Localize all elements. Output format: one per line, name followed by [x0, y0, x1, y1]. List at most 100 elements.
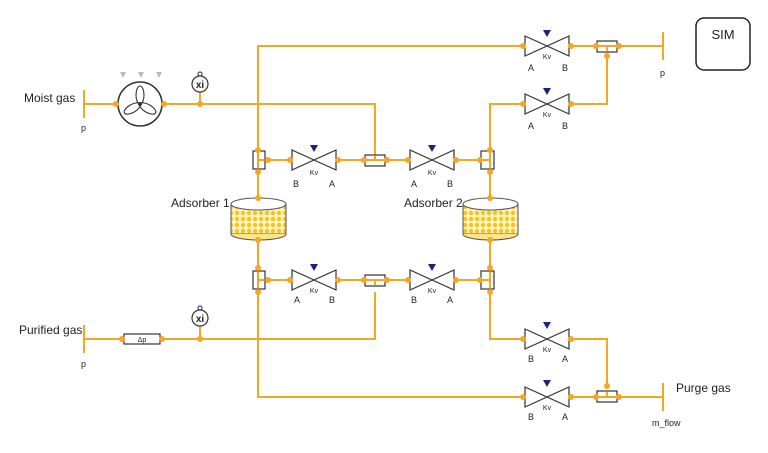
connector-port[interactable] — [568, 336, 574, 342]
valve-port-a-label: A — [528, 63, 534, 73]
valve-body — [430, 149, 455, 171]
valve-bottom-right-2[interactable]: Kv B A — [520, 380, 574, 422]
tee-lower-middle[interactable] — [361, 274, 390, 287]
connector-port[interactable] — [477, 157, 483, 163]
valve-body — [430, 269, 455, 291]
connector-port[interactable] — [593, 394, 599, 400]
connector-port[interactable] — [487, 169, 493, 175]
tee-flow-path — [598, 392, 616, 398]
fan-port-in[interactable] — [113, 101, 119, 107]
connector-port[interactable] — [405, 277, 411, 283]
tee-upper-left[interactable] — [252, 147, 271, 175]
pressure-drop-port-in[interactable] — [119, 336, 125, 342]
connector-port[interactable] — [520, 43, 526, 49]
tee-upper-middle[interactable] — [361, 154, 390, 167]
sim-block[interactable]: SIM — [695, 17, 751, 71]
connector-port[interactable] — [335, 277, 341, 283]
pressure-drop[interactable]: Δp — [119, 333, 165, 345]
valve-lower-1-actuator-icon — [310, 264, 318, 271]
connector-port[interactable] — [604, 53, 610, 59]
purge-gas-mflow-label: m_flow — [652, 418, 681, 428]
adsorber-2[interactable] — [462, 195, 519, 243]
connector-port[interactable] — [287, 277, 293, 283]
pipe-top-bypass — [257, 45, 523, 160]
valve-lower-2[interactable]: Kv B A — [405, 264, 459, 305]
tee-lower-right[interactable] — [477, 265, 495, 295]
valve-kv-label: Kv — [428, 288, 437, 295]
valve-body — [524, 93, 549, 115]
connector-port[interactable] — [568, 101, 574, 107]
valve-bottom-right-1[interactable]: Kv B A — [520, 322, 574, 364]
connector-port[interactable] — [255, 237, 261, 243]
tee-purge-out[interactable] — [593, 383, 622, 403]
connector-port[interactable] — [255, 147, 261, 153]
connector-port[interactable] — [477, 277, 483, 283]
connector-port[interactable] — [487, 237, 493, 243]
pressure-drop-port-out[interactable] — [159, 336, 165, 342]
connector-port[interactable] — [384, 277, 390, 283]
valve-top-right-2[interactable]: Kv A B — [520, 88, 574, 131]
moist-gas-p-label: p — [81, 123, 86, 133]
valve-port-b-label: B — [528, 412, 534, 422]
tee-top-out[interactable] — [593, 40, 622, 59]
valve-lower-1[interactable]: Kv A B — [287, 264, 341, 305]
connector-port[interactable] — [255, 265, 261, 271]
connector-port[interactable] — [604, 383, 610, 389]
connector-port[interactable] — [520, 336, 526, 342]
connector-port[interactable] — [255, 289, 261, 295]
fan-port-out[interactable] — [161, 101, 167, 107]
tee-upper-right[interactable] — [477, 147, 495, 175]
adsorber-1[interactable] — [230, 195, 287, 243]
valve-body — [312, 269, 337, 291]
connector-port[interactable] — [287, 157, 293, 163]
connector-port[interactable] — [255, 195, 261, 201]
xi-sensor-1-port[interactable] — [197, 101, 203, 107]
connector-port[interactable] — [361, 157, 367, 163]
fan[interactable] — [113, 72, 167, 127]
valve-port-b-label: B — [293, 179, 299, 189]
valve-upper-2-actuator-icon — [428, 145, 436, 152]
valve-body — [524, 35, 549, 57]
valve-port-b-label: B — [562, 63, 568, 73]
xi-sensor-2[interactable]: xi — [191, 305, 209, 342]
connector-port[interactable] — [405, 157, 411, 163]
connector-port[interactable] — [335, 157, 341, 163]
sim-label: SIM — [711, 27, 734, 42]
connector-port[interactable] — [593, 43, 599, 49]
sim-box[interactable] — [695, 17, 751, 71]
adsorber1-label: Adsorber 1 — [171, 196, 230, 210]
fan-icon — [123, 85, 157, 115]
connector-port[interactable] — [453, 157, 459, 163]
connector-port[interactable] — [384, 157, 390, 163]
valve-top-right-1[interactable]: Kv A B — [520, 30, 574, 73]
xi-sensor-1[interactable]: xi — [191, 71, 209, 107]
tee-flow-path — [257, 152, 264, 168]
connector-port[interactable] — [265, 277, 271, 283]
valve-upper-2[interactable]: Kv A B — [405, 145, 459, 189]
connector-port[interactable] — [568, 394, 574, 400]
connector-port[interactable] — [361, 277, 367, 283]
connector-port[interactable] — [520, 101, 526, 107]
pressure-drop-label: Δp — [138, 337, 147, 344]
valve-port-b-label: B — [329, 295, 335, 305]
valve-upper-1-actuator-icon — [310, 145, 318, 152]
tee-lower-left[interactable] — [252, 265, 271, 295]
xi-sensor-2-port[interactable] — [197, 336, 203, 342]
tee-flow-path — [366, 156, 384, 161]
connector-port[interactable] — [487, 265, 493, 271]
connector-port[interactable] — [487, 147, 493, 153]
connector-port[interactable] — [616, 394, 622, 400]
valve-port-a-label: A — [329, 179, 335, 189]
valve-body — [291, 149, 316, 171]
connector-port[interactable] — [255, 169, 261, 175]
valve-port-b-label: B — [447, 179, 453, 189]
connector-port[interactable] — [487, 195, 493, 201]
connector-port[interactable] — [453, 277, 459, 283]
connector-port[interactable] — [487, 289, 493, 295]
connector-port[interactable] — [568, 43, 574, 49]
connector-port[interactable] — [616, 43, 622, 49]
connector-port[interactable] — [520, 394, 526, 400]
connector-port[interactable] — [265, 157, 271, 163]
xi-sensor-1-signal — [197, 71, 203, 77]
valve-upper-1[interactable]: Kv B A — [287, 145, 341, 189]
